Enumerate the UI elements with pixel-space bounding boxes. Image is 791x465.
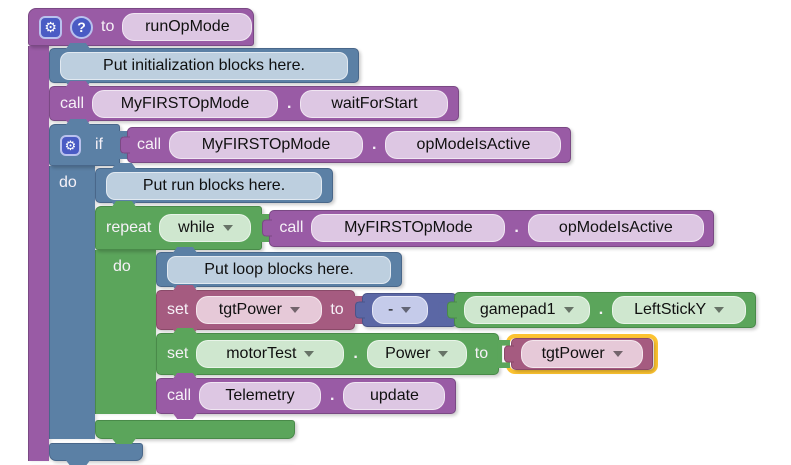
gamepad-leftsticky-block[interactable]: gamepad1 . LeftStickY bbox=[453, 292, 757, 328]
variable-dropdown-value: tgtPower bbox=[541, 345, 605, 362]
set-motorpower-row: set motorTest . Power bbox=[156, 333, 659, 375]
negate-block[interactable]: - bbox=[361, 293, 457, 327]
call-label: call bbox=[60, 94, 85, 112]
comment-text-field[interactable]: Put initialization blocks here. bbox=[60, 51, 348, 80]
negate-value-socket bbox=[433, 298, 447, 322]
set-tgtpower-block[interactable]: set tgtPower to bbox=[156, 290, 355, 330]
repeat-statements: Put loop blocks here. set tgtPower bbox=[156, 250, 757, 414]
repeat-foot[interactable] bbox=[95, 420, 295, 439]
opmode-object-field: MyFIRSTOpMode bbox=[169, 131, 364, 159]
leftsticky-dropdown[interactable]: LeftStickY bbox=[612, 296, 747, 324]
separator-dot: . bbox=[514, 219, 519, 236]
call-telemetry-block[interactable]: call Telemetry . update bbox=[156, 378, 457, 414]
waitforstart-method-field: waitForStart bbox=[300, 89, 449, 118]
procedure-header[interactable]: ⚙ ? to runOpMode bbox=[28, 8, 254, 46]
procedure-spine[interactable] bbox=[28, 46, 49, 461]
dropdown-arrow-icon bbox=[222, 225, 233, 231]
call-label: call bbox=[167, 387, 192, 404]
run-comment-block[interactable]: Put run blocks here. bbox=[95, 168, 333, 203]
dropdown-arrow-icon bbox=[401, 307, 412, 313]
loop-comment-block[interactable]: Put loop blocks here. bbox=[156, 252, 402, 287]
procedure-block-runopmode[interactable]: ⚙ ? to runOpMode Put initialization bloc… bbox=[28, 8, 757, 465]
set-label: set bbox=[167, 301, 189, 318]
dropdown-arrow-icon bbox=[714, 307, 725, 313]
to-label: to bbox=[330, 301, 344, 318]
dropdown-arrow-icon bbox=[289, 307, 300, 313]
while-dropdown-value: while bbox=[178, 219, 215, 236]
opmode-object-field: MyFIRSTOpMode bbox=[311, 214, 506, 242]
gamepad-dropdown-value: gamepad1 bbox=[479, 301, 556, 318]
opmode-object-field: MyFIRSTOpMode bbox=[92, 89, 279, 118]
set-motorpower-block[interactable]: set motorTest . Power bbox=[156, 333, 500, 375]
power-property-dropdown-value: Power bbox=[385, 345, 431, 362]
mutator-gear-icon[interactable]: ⚙ bbox=[39, 15, 62, 39]
device-dropdown[interactable]: motorTest bbox=[196, 340, 345, 368]
if-do-spine[interactable]: do bbox=[49, 166, 95, 439]
dropdown-arrow-icon bbox=[304, 351, 315, 357]
help-icon[interactable]: ? bbox=[70, 15, 93, 39]
power-property-dropdown[interactable]: Power bbox=[366, 340, 467, 368]
separator-dot: . bbox=[287, 94, 292, 112]
variable-dropdown-value: tgtPower bbox=[218, 301, 282, 318]
device-dropdown-value: motorTest bbox=[226, 345, 297, 362]
call-waitforstart-block[interactable]: call MyFIRSTOpMode . waitForStart bbox=[49, 86, 460, 121]
if-foot[interactable] bbox=[49, 443, 143, 461]
call-label: call bbox=[279, 219, 304, 236]
variable-dropdown[interactable]: tgtPower bbox=[521, 340, 644, 368]
if-mutator-gear-icon[interactable]: ⚙ bbox=[60, 134, 81, 156]
opmodeisactive-method-field: opModeIsActive bbox=[527, 214, 704, 242]
variable-dropdown[interactable]: tgtPower bbox=[196, 296, 323, 324]
repeat-label: repeat bbox=[106, 219, 152, 236]
comment-text-field[interactable]: Put run blocks here. bbox=[106, 171, 322, 200]
update-method-field: update bbox=[343, 382, 446, 410]
repeat-do-spine[interactable]: do bbox=[95, 250, 156, 414]
while-condition-call-block[interactable]: call MyFIRSTOpMode . opModeIsActive bbox=[269, 209, 714, 247]
operator-dropdown-value: - bbox=[388, 301, 394, 318]
repeat-do-label: do bbox=[113, 258, 131, 275]
tgtpower-get-block[interactable]: tgtPower bbox=[511, 338, 654, 370]
separator-dot: . bbox=[372, 136, 377, 153]
separator-dot: . bbox=[330, 387, 335, 404]
while-dropdown[interactable]: while bbox=[159, 214, 252, 242]
procedure-to-label: to bbox=[101, 18, 115, 35]
set-label: set bbox=[167, 345, 189, 362]
if-header[interactable]: ⚙ if bbox=[49, 124, 120, 166]
procedure-statements: Put initialization blocks here. call MyF… bbox=[49, 46, 757, 461]
dropdown-arrow-icon bbox=[563, 307, 574, 313]
init-comment-block[interactable]: Put initialization blocks here. bbox=[49, 48, 359, 83]
repeat-while-block[interactable]: repeat while call bbox=[95, 206, 757, 439]
if-statements: Put run blocks here. repeat while bbox=[95, 166, 757, 439]
separator-dot: . bbox=[353, 345, 358, 362]
call-label: call bbox=[137, 136, 162, 153]
separator-dot: . bbox=[598, 301, 604, 318]
telemetry-object-field: Telemetry bbox=[199, 382, 322, 410]
gamepad-dropdown[interactable]: gamepad1 bbox=[463, 296, 590, 324]
dropdown-arrow-icon bbox=[612, 351, 623, 357]
comment-text-field[interactable]: Put loop blocks here. bbox=[167, 255, 391, 284]
if-condition-call-block[interactable]: call MyFIRSTOpMode . opModeIsActive bbox=[127, 127, 572, 163]
procedure-name-field[interactable]: runOpMode bbox=[122, 13, 253, 41]
if-label: if bbox=[95, 136, 103, 153]
repeat-header[interactable]: repeat while bbox=[95, 206, 263, 250]
if-do-label: do bbox=[59, 174, 77, 191]
highlight-frame: tgtPower bbox=[506, 334, 659, 374]
opmodeisactive-method-field: opModeIsActive bbox=[385, 131, 562, 159]
leftsticky-dropdown-value: LeftStickY bbox=[634, 301, 707, 318]
set-tgtpower-row: set tgtPower to bbox=[156, 290, 757, 330]
operator-dropdown[interactable]: - bbox=[371, 296, 428, 324]
to-label: to bbox=[474, 345, 489, 362]
if-block[interactable]: ⚙ if call MyFIRSTOpMode . opModeIsActive bbox=[49, 124, 757, 461]
dropdown-arrow-icon bbox=[438, 351, 449, 357]
